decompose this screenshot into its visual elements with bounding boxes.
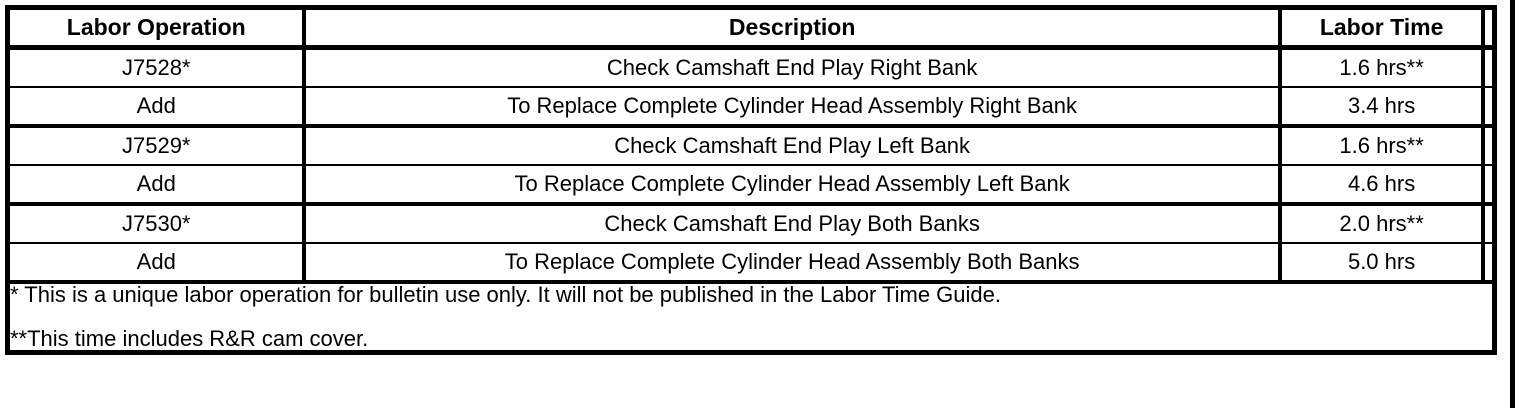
table-row: Add To Replace Complete Cylinder Head As… xyxy=(7,243,1495,282)
cell-labor-operation: J7530* xyxy=(7,204,307,244)
cell-labor-time: 2.0 hrs** xyxy=(1279,204,1486,244)
footnote-double-asterisk: **This time includes R&R cam cover. xyxy=(10,326,369,351)
table-row: J7529* Check Camshaft End Play Left Bank… xyxy=(7,126,1495,166)
footnote-single-asterisk: * This is a unique labor operation for b… xyxy=(10,282,1001,307)
cell-labor-operation: J7529* xyxy=(7,126,307,166)
cell-labor-time: 3.4 hrs xyxy=(1279,87,1486,128)
column-header-description: Description xyxy=(304,7,1282,50)
table-header-row: Labor Operation Description Labor Time xyxy=(7,7,1495,50)
cell-description: Check Camshaft End Play Right Bank xyxy=(304,47,1282,88)
cell-spacer xyxy=(1483,126,1495,166)
cell-description: Check Camshaft End Play Both Banks xyxy=(304,204,1282,244)
cell-description: To Replace Complete Cylinder Head Assemb… xyxy=(304,165,1282,206)
table-row: Add To Replace Complete Cylinder Head As… xyxy=(7,165,1495,206)
labor-operation-table: Labor Operation Description Labor Time J… xyxy=(5,5,1497,355)
table-row: J7530* Check Camshaft End Play Both Bank… xyxy=(7,204,1495,244)
cell-labor-time: 1.6 hrs** xyxy=(1279,47,1486,88)
column-header-spacer xyxy=(1483,7,1495,50)
column-header-labor-operation: Labor Operation xyxy=(7,7,307,50)
footnote-row: * This is a unique labor operation for b… xyxy=(7,280,1495,353)
cell-spacer xyxy=(1483,47,1495,88)
cell-labor-time: 1.6 hrs** xyxy=(1279,126,1486,166)
table-row: Add To Replace Complete Cylinder Head As… xyxy=(7,87,1495,128)
cell-description: To Replace Complete Cylinder Head Assemb… xyxy=(304,243,1282,282)
cell-spacer xyxy=(1483,165,1495,206)
page-edge-rule xyxy=(1510,0,1515,408)
table-body: J7528* Check Camshaft End Play Right Ban… xyxy=(7,47,1495,353)
cell-spacer xyxy=(1483,87,1495,128)
cell-labor-operation: Add xyxy=(7,243,307,282)
cell-description: Check Camshaft End Play Left Bank xyxy=(304,126,1282,166)
cell-spacer xyxy=(1483,243,1495,282)
table-row: J7528* Check Camshaft End Play Right Ban… xyxy=(7,47,1495,88)
footnote-block: * This is a unique labor operation for b… xyxy=(7,280,1495,353)
column-header-labor-time: Labor Time xyxy=(1279,7,1486,50)
cell-description: To Replace Complete Cylinder Head Assemb… xyxy=(304,87,1282,128)
cell-labor-operation: J7528* xyxy=(7,47,307,88)
cell-labor-time: 5.0 hrs xyxy=(1279,243,1486,282)
cell-labor-time: 4.6 hrs xyxy=(1279,165,1486,206)
footnote-spacer xyxy=(10,306,1492,328)
cell-spacer xyxy=(1483,204,1495,244)
cell-labor-operation: Add xyxy=(7,165,307,206)
cell-labor-operation: Add xyxy=(7,87,307,128)
